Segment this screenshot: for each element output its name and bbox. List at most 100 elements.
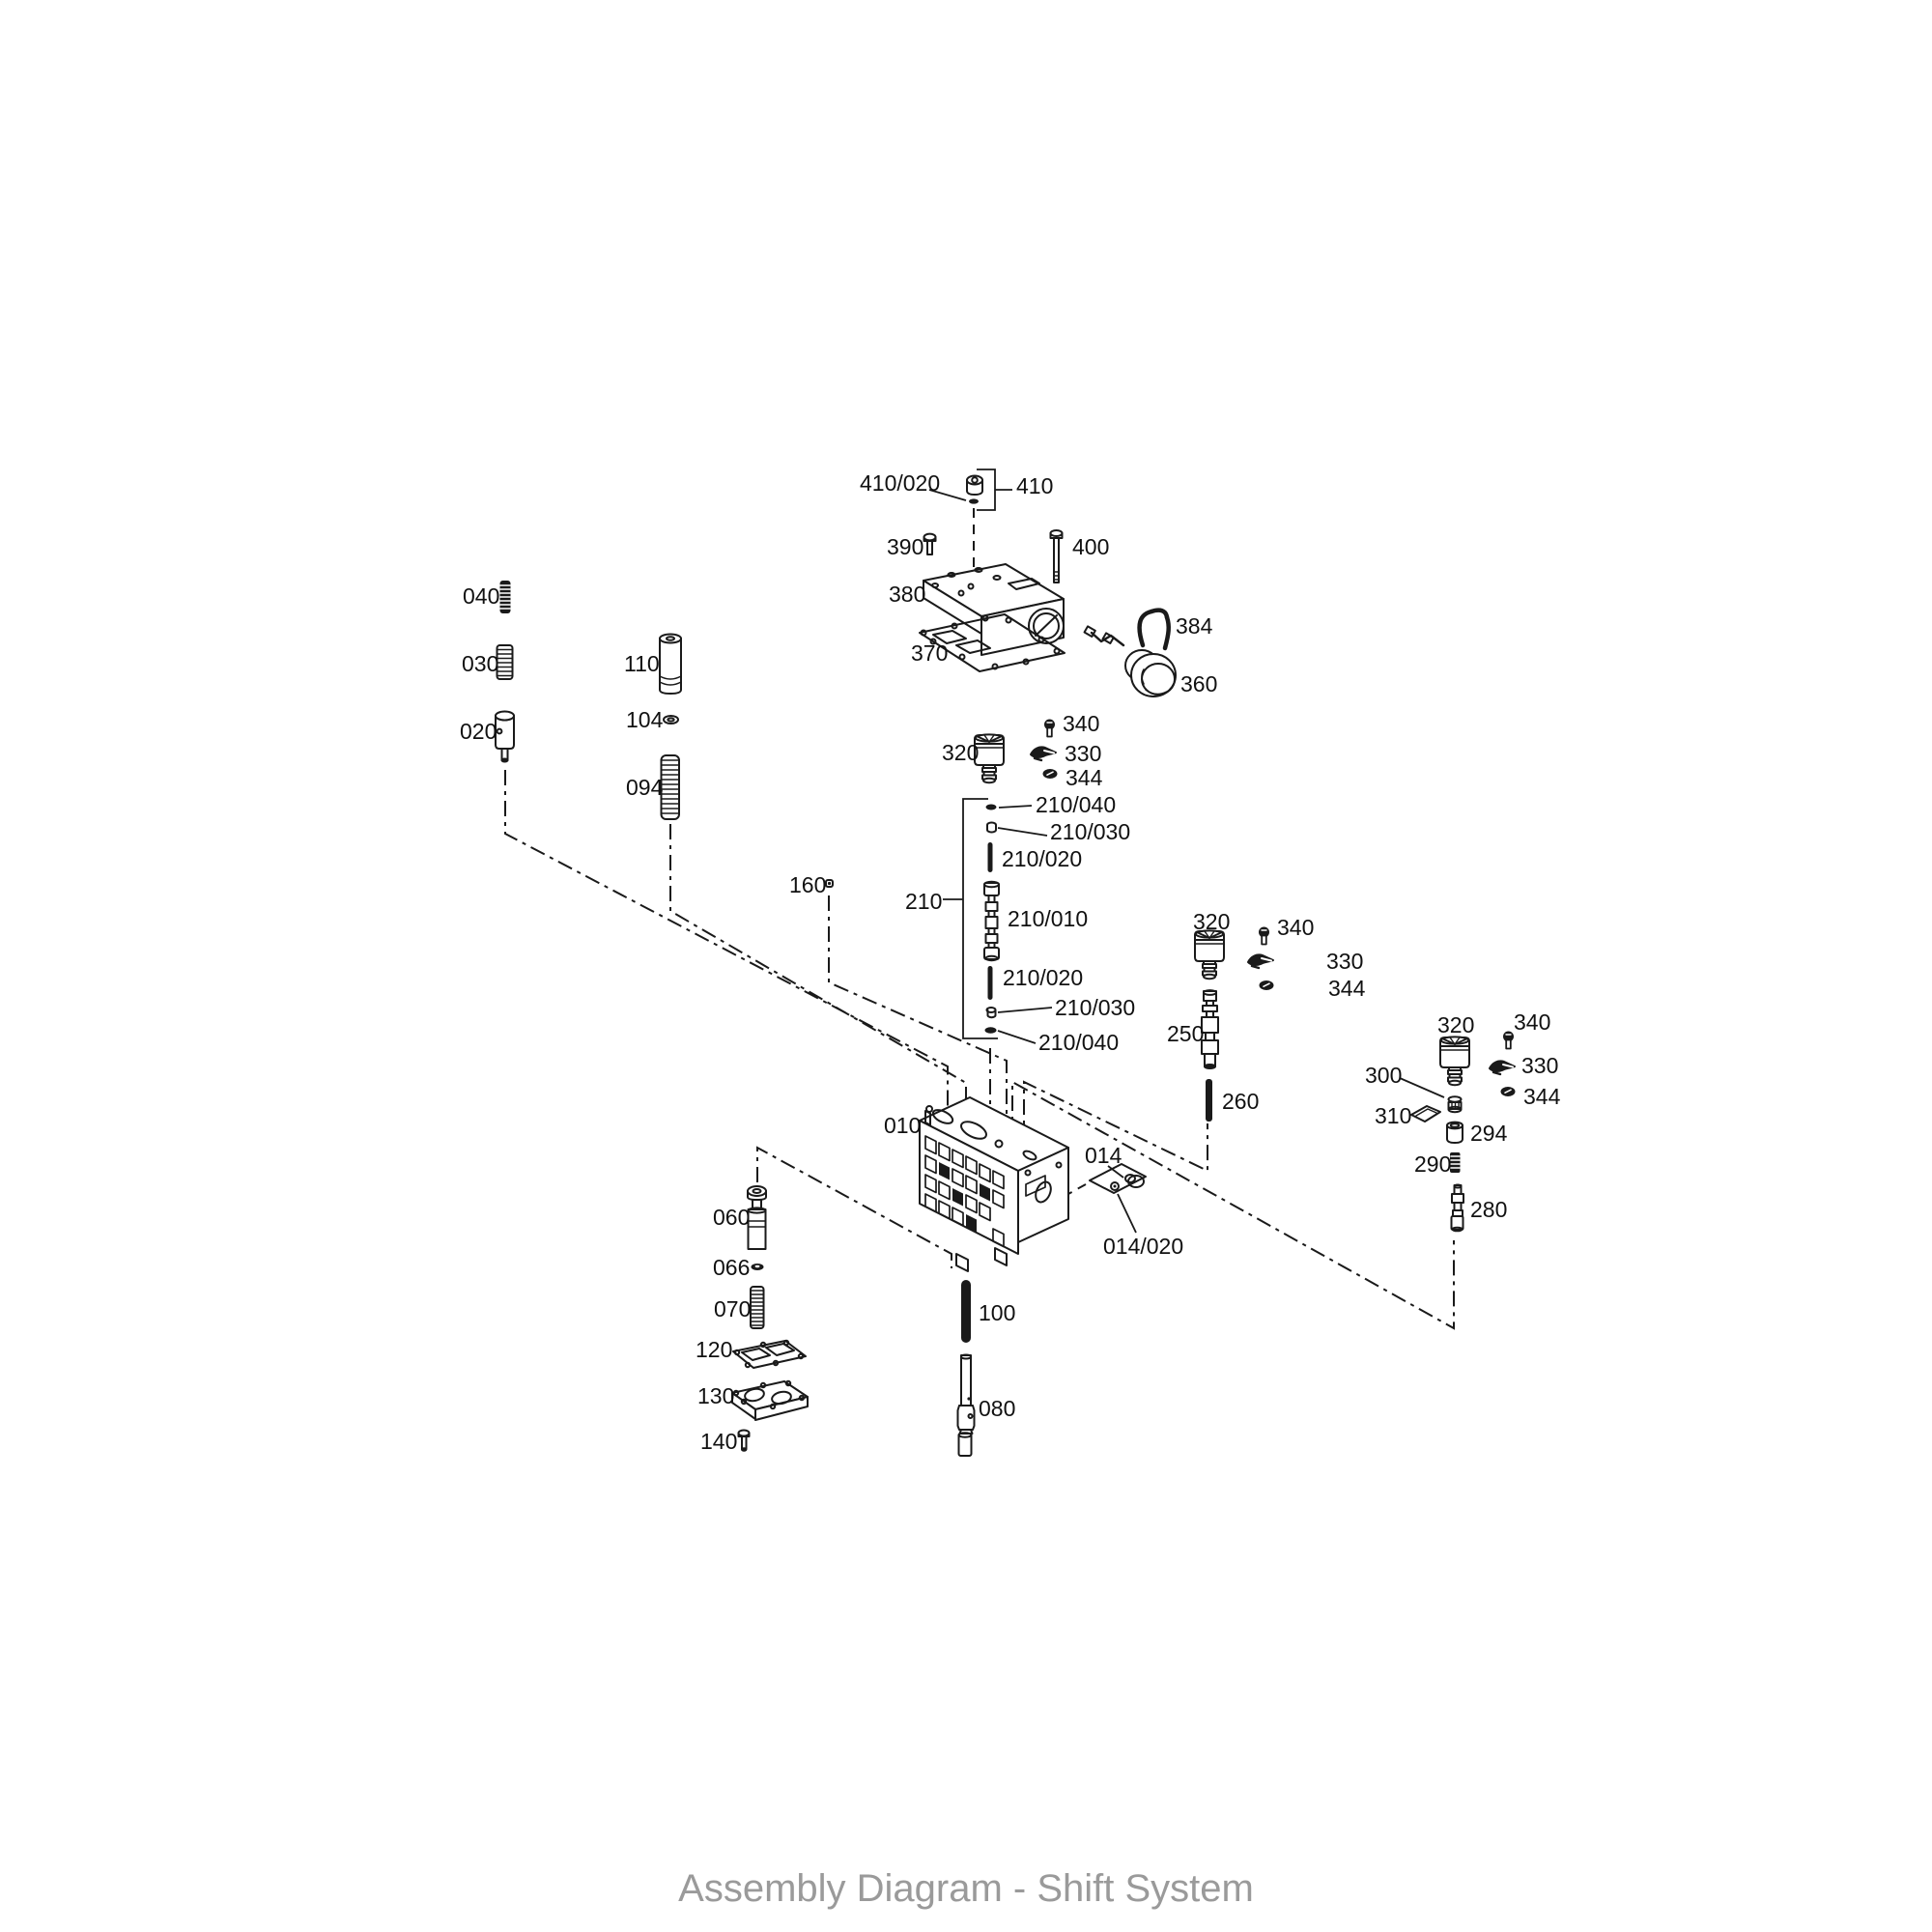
- label-344-middle: 344: [1065, 765, 1103, 790]
- label-104: 104: [626, 707, 664, 732]
- label-250: 250: [1167, 1021, 1204, 1046]
- valve-bushing-020: [495, 710, 515, 763]
- spring-290: [1450, 1152, 1461, 1173]
- spring-094: [660, 754, 680, 820]
- label-040: 040: [463, 583, 499, 609]
- label-210-020-bottom: 210/020: [1003, 965, 1083, 990]
- clip-330-far: [1488, 1060, 1517, 1076]
- label-410-020: 410/020: [860, 470, 940, 496]
- axis-160: [828, 895, 1008, 1130]
- label-290: 290: [1414, 1151, 1451, 1177]
- screw-340-far: [1503, 1031, 1514, 1050]
- label-100: 100: [979, 1300, 1015, 1325]
- gasket-120: [732, 1339, 807, 1369]
- label-340-middle: 340: [1063, 711, 1099, 736]
- label-344-far: 344: [1523, 1084, 1561, 1109]
- label-280: 280: [1470, 1197, 1507, 1222]
- label-210-010: 210/010: [1008, 906, 1088, 931]
- solenoid-valve-320-far: [1439, 1036, 1470, 1087]
- label-320-far: 320: [1437, 1012, 1474, 1037]
- pin-260: [1206, 1079, 1212, 1122]
- valve-kit-210: [983, 804, 1000, 1034]
- sensor-connector-360: [1083, 625, 1177, 697]
- axis-060: [756, 1146, 952, 1268]
- leader-300: [1399, 1077, 1445, 1098]
- seal-344-middle: [1042, 769, 1058, 779]
- spool-250: [1201, 989, 1219, 1069]
- label-260: 260: [1222, 1089, 1259, 1114]
- leader-410-020: [928, 489, 967, 501]
- label-110: 110: [624, 651, 660, 676]
- label-080: 080: [979, 1396, 1015, 1421]
- seal-ring-066-hole: [754, 1264, 760, 1268]
- label-320-right: 320: [1193, 909, 1230, 934]
- seal-344-far: [1500, 1087, 1516, 1096]
- label-014: 014: [1085, 1143, 1122, 1168]
- label-400: 400: [1072, 534, 1109, 559]
- seal-344-right: [1259, 980, 1274, 990]
- retaining-clip-384: [1137, 608, 1171, 651]
- label-210-030-bottom: 210/030: [1055, 995, 1135, 1020]
- bracket-210: [962, 798, 998, 1039]
- label-330-middle: 330: [1065, 741, 1101, 766]
- sleeve-110: [659, 633, 682, 695]
- label-320-middle: 320: [942, 740, 979, 765]
- axis-094: [669, 824, 967, 1114]
- axis-250-260: [1023, 1080, 1208, 1173]
- screw-plug-410: [966, 474, 983, 496]
- screw-340-middle: [1044, 719, 1055, 738]
- shim-310: [1410, 1105, 1441, 1122]
- label-210-040-bottom: 210/040: [1038, 1030, 1119, 1055]
- screw-140: [737, 1429, 751, 1452]
- spool-210-010: [983, 880, 1000, 962]
- plate-014: [1089, 1163, 1147, 1194]
- label-066: 066: [713, 1255, 750, 1280]
- label-344-right: 344: [1328, 976, 1366, 1001]
- label-330-far: 330: [1521, 1053, 1558, 1078]
- bracket-410: [977, 469, 1012, 511]
- valve-body-010: [919, 1096, 1069, 1272]
- label-070: 070: [714, 1296, 751, 1321]
- axis-280: [1011, 1080, 1455, 1330]
- label-340-far: 340: [1514, 1009, 1550, 1035]
- leader-014-020: [1117, 1193, 1137, 1234]
- part-labels: 040 030 020 110 104 094 160 410/020 410 …: [460, 470, 1561, 1454]
- assembly-axis-lines: [504, 508, 1455, 1330]
- leader-014: [1107, 1165, 1124, 1179]
- clip-330-right: [1246, 953, 1275, 970]
- retainer-300: [1447, 1095, 1463, 1114]
- screw-390: [923, 532, 937, 555]
- piston-080: [956, 1353, 976, 1457]
- label-020: 020: [460, 719, 497, 744]
- label-030: 030: [462, 651, 498, 676]
- bushing-294: [1446, 1121, 1463, 1144]
- spool-280: [1450, 1183, 1464, 1233]
- spring-030: [496, 644, 514, 680]
- spring-040: [499, 581, 511, 613]
- seal-ring-410-020: [969, 498, 979, 504]
- label-120: 120: [696, 1337, 732, 1362]
- label-370: 370: [911, 640, 948, 666]
- screw-340-right: [1259, 926, 1269, 946]
- label-094: 094: [626, 775, 664, 800]
- gasket-370: [919, 613, 1065, 672]
- leader-lines: [928, 469, 1445, 1234]
- leader-210-030-bottom: [997, 1007, 1053, 1013]
- label-380: 380: [889, 582, 925, 607]
- diagram-caption: Assembly Diagram - Shift System: [678, 1867, 1254, 1910]
- orifice-160: [825, 879, 834, 888]
- label-210-020-top: 210/020: [1002, 846, 1082, 871]
- label-390: 390: [887, 534, 923, 559]
- pin-210-020-bottom: [987, 966, 993, 1000]
- label-384: 384: [1176, 613, 1213, 639]
- label-140: 140: [700, 1429, 737, 1454]
- ring-210-040-bottom: [984, 1027, 997, 1034]
- label-294: 294: [1470, 1121, 1508, 1146]
- ring-210-040-top: [985, 804, 997, 810]
- label-340-right: 340: [1277, 915, 1314, 940]
- label-160: 160: [789, 872, 826, 897]
- label-330-right: 330: [1326, 949, 1363, 974]
- bolt-400: [1049, 529, 1064, 583]
